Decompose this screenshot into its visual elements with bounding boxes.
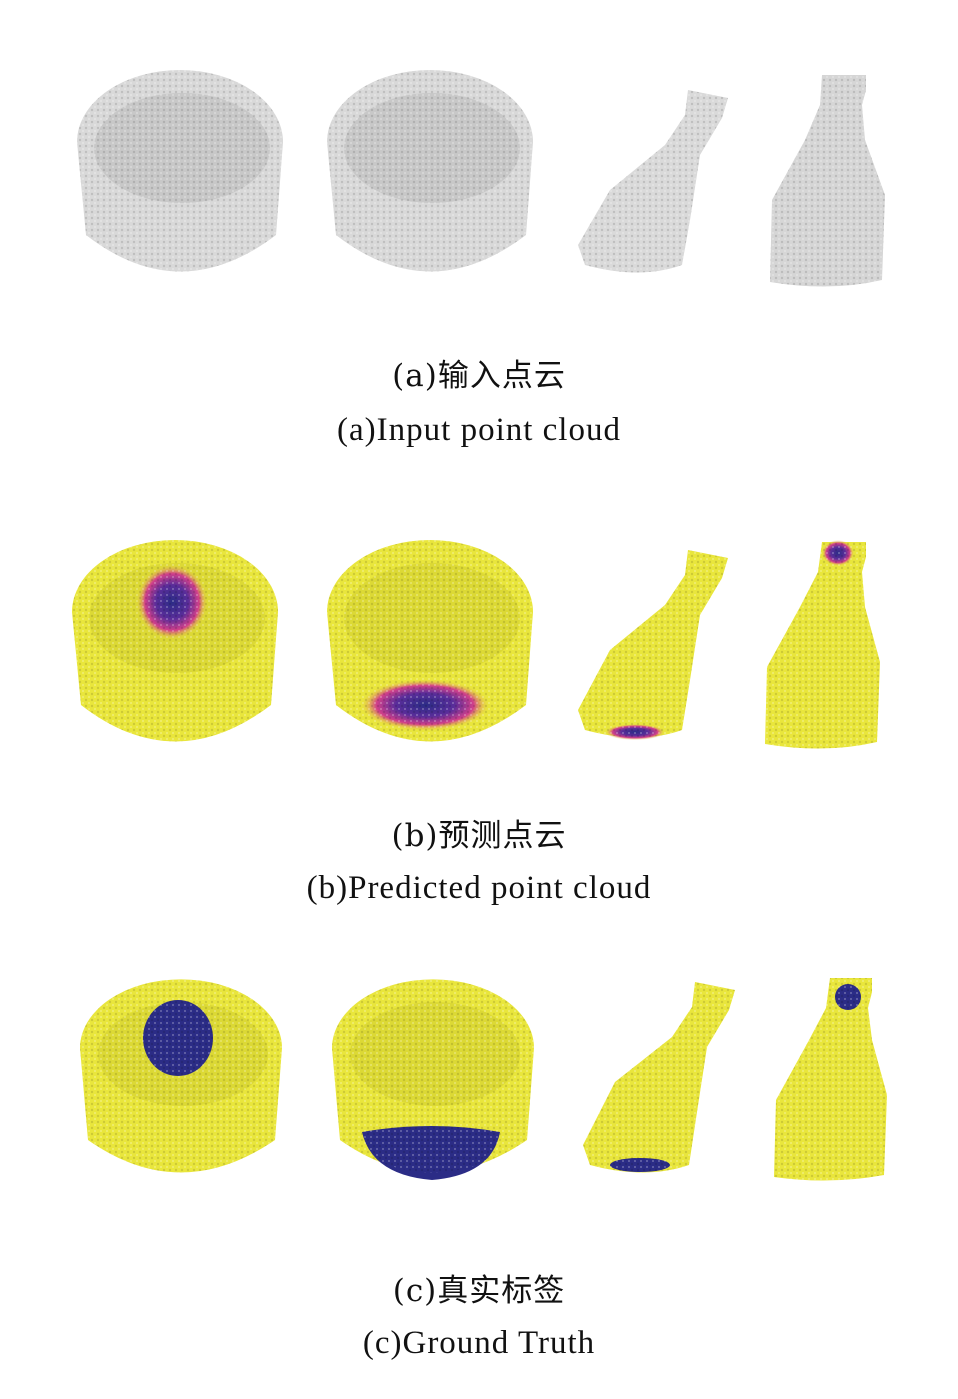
panel-a-figure bbox=[0, 60, 958, 320]
bottle-tilted bbox=[583, 982, 735, 1173]
input-point-clouds bbox=[77, 70, 885, 287]
caption-a-en: (a)Input point cloud bbox=[337, 412, 621, 448]
bowl-2 bbox=[327, 540, 533, 742]
bowl-1 bbox=[77, 70, 283, 272]
bottle-upright bbox=[770, 75, 885, 287]
caption-a-zh: (a)输入点云 bbox=[392, 358, 566, 394]
bottle-tilted bbox=[578, 90, 728, 273]
bottle-upright bbox=[774, 978, 887, 1181]
bowl-2 bbox=[332, 979, 534, 1180]
predicted-point-clouds bbox=[72, 540, 880, 749]
bowl-2 bbox=[327, 70, 533, 272]
caption-b-en: (b)Predicted point cloud bbox=[306, 870, 652, 906]
caption-c-zh: (c)真实标签 bbox=[392, 1273, 566, 1309]
bottle-tilted bbox=[578, 550, 728, 740]
caption-c-en: (c)Ground Truth bbox=[362, 1325, 596, 1361]
ground-truth-point-clouds bbox=[80, 978, 887, 1181]
panel-c-figure bbox=[0, 970, 958, 1230]
bottle-upright bbox=[765, 540, 880, 749]
panel-b-figure bbox=[0, 530, 958, 790]
bowl-1 bbox=[80, 979, 282, 1173]
caption-b-zh: (b)预测点云 bbox=[391, 818, 567, 854]
bowl-1 bbox=[72, 540, 278, 742]
